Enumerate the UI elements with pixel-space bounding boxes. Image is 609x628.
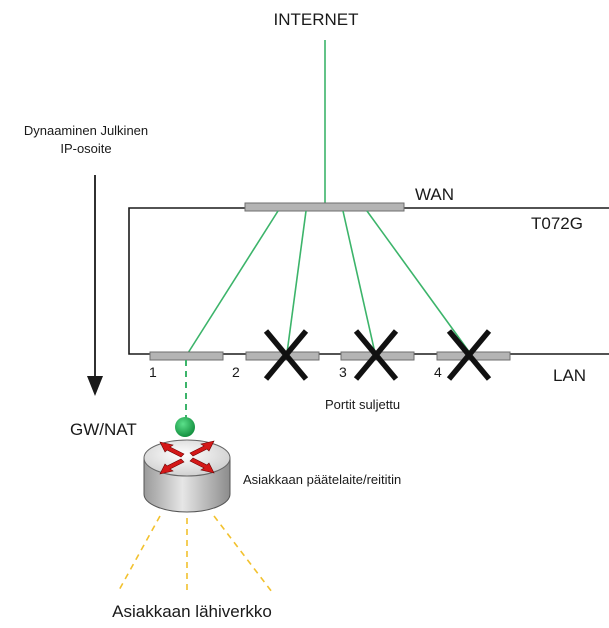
- lan-network-label: Asiakkaan lähiverkko: [112, 602, 272, 621]
- ip-arrow-head-icon: [87, 376, 103, 396]
- lan-dashed-line-right: [213, 515, 273, 593]
- wan-label: WAN: [415, 185, 454, 204]
- link-lan-port-2: [286, 210, 307, 354]
- port-number-1: 1: [149, 364, 157, 380]
- ports-closed-label: Portit suljettu: [325, 397, 400, 412]
- ip-note-line2: IP-osoite: [60, 141, 111, 156]
- device-model-label: T072G: [531, 214, 583, 233]
- port-number-2: 2: [232, 364, 240, 380]
- port-number-4: 4: [434, 364, 442, 380]
- link-lan-port-4: [366, 210, 471, 354]
- lan-label: LAN: [553, 366, 586, 385]
- link-lan-port-1: [187, 210, 279, 354]
- link-lan-port-3: [342, 210, 376, 354]
- port-number-3: 3: [339, 364, 347, 380]
- ip-note-line1: Dynaaminen Julkinen: [24, 123, 148, 138]
- lan-port-1: [149, 351, 224, 361]
- lan-dashed-line-left: [117, 515, 161, 593]
- gw-nat-label: GW/NAT: [70, 420, 137, 439]
- router-label: Asiakkaan päätelaite/reititin: [243, 472, 401, 487]
- closed-port-x-icon-3: [353, 329, 399, 381]
- closed-port-x-icon-2: [263, 329, 309, 381]
- wan-port: [244, 202, 405, 212]
- router-icon: [143, 439, 231, 513]
- internet-label: INTERNET: [274, 10, 359, 29]
- gw-status-dot: [175, 417, 195, 437]
- closed-port-x-icon-4: [446, 329, 492, 381]
